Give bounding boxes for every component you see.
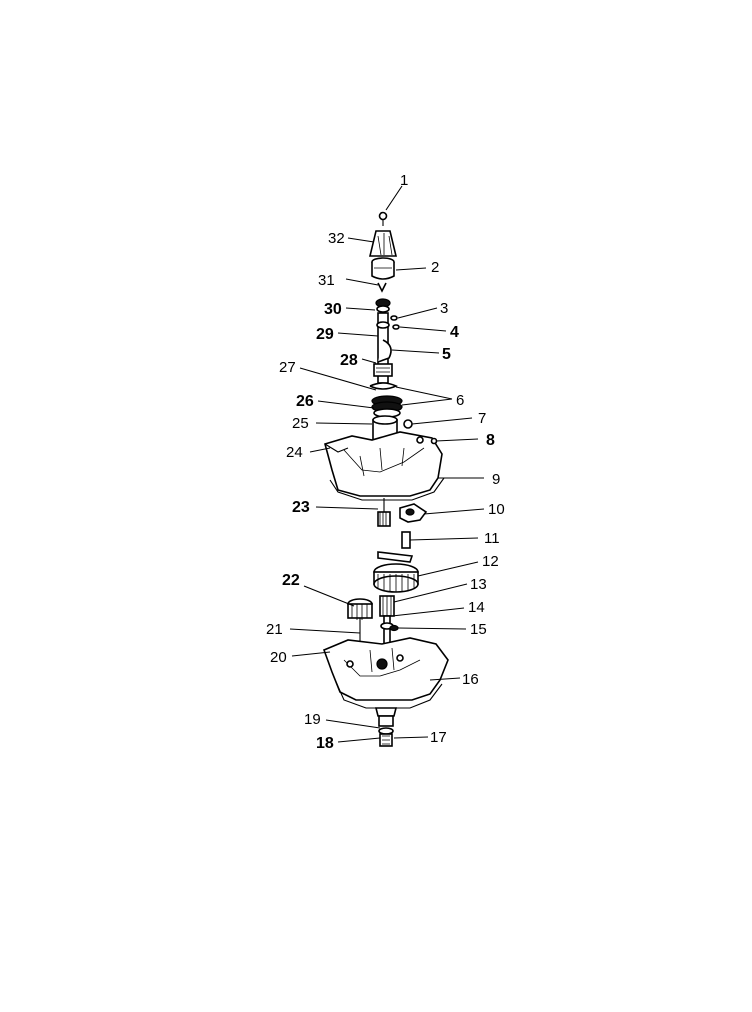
part-23-pinion bbox=[377, 498, 391, 527]
part-11-pin bbox=[401, 531, 411, 549]
callout-labels: 1 32 2 31 30 3 4 29 5 28 27 6 26 25 7 8 … bbox=[266, 172, 505, 752]
part-30-ring bbox=[375, 298, 391, 313]
callout-26: 26 bbox=[296, 393, 314, 410]
callout-7: 7 bbox=[478, 410, 486, 427]
callout-27: 27 bbox=[279, 359, 296, 376]
part-3-4-pin bbox=[390, 315, 400, 330]
callout-17: 17 bbox=[430, 729, 447, 746]
leader-lines bbox=[289, 185, 485, 743]
callout-12: 12 bbox=[482, 553, 499, 570]
callout-6: 6 bbox=[456, 392, 464, 409]
part-6-27-springs bbox=[369, 382, 403, 418]
callout-22: 22 bbox=[282, 572, 300, 589]
callout-19: 19 bbox=[304, 711, 321, 728]
callout-18: 18 bbox=[316, 735, 334, 752]
callout-24: 24 bbox=[286, 444, 303, 461]
callout-14: 14 bbox=[468, 599, 485, 616]
callout-1: 1 bbox=[400, 172, 408, 189]
part-7-ball bbox=[403, 419, 413, 429]
part-12-drive-gear bbox=[373, 551, 419, 593]
part-31-clip bbox=[377, 282, 387, 293]
part-16-gear-case bbox=[322, 637, 449, 709]
callout-2: 2 bbox=[431, 259, 439, 276]
parts-drawing bbox=[322, 211, 449, 747]
callout-13: 13 bbox=[470, 576, 487, 593]
part-17-18-19-bearing bbox=[374, 707, 398, 747]
callout-32: 32 bbox=[328, 230, 345, 247]
callout-4: 4 bbox=[450, 324, 459, 341]
callout-31: 31 bbox=[318, 272, 335, 289]
callout-20: 20 bbox=[270, 649, 287, 666]
callout-5: 5 bbox=[442, 346, 451, 363]
callout-15: 15 bbox=[470, 621, 487, 638]
callout-11: 11 bbox=[484, 530, 500, 547]
part-shaft bbox=[373, 312, 393, 384]
callout-8: 8 bbox=[486, 432, 495, 449]
callout-25: 25 bbox=[292, 415, 309, 432]
part-13-14-15-shaft bbox=[379, 595, 399, 659]
callout-21: 21 bbox=[266, 621, 283, 638]
part-1-screw bbox=[378, 211, 388, 226]
callout-30: 30 bbox=[324, 301, 342, 318]
callout-9: 9 bbox=[492, 471, 500, 488]
callout-28: 28 bbox=[340, 352, 358, 369]
part-10-cam bbox=[399, 503, 428, 523]
callout-3: 3 bbox=[440, 300, 448, 317]
callout-23: 23 bbox=[292, 499, 310, 516]
callout-29: 29 bbox=[316, 326, 334, 343]
callout-10: 10 bbox=[488, 501, 505, 518]
part-32-cap bbox=[368, 230, 398, 257]
part-9-top-housing bbox=[324, 431, 445, 501]
part-2-bushing bbox=[371, 257, 395, 280]
callout-16: 16 bbox=[462, 671, 479, 688]
